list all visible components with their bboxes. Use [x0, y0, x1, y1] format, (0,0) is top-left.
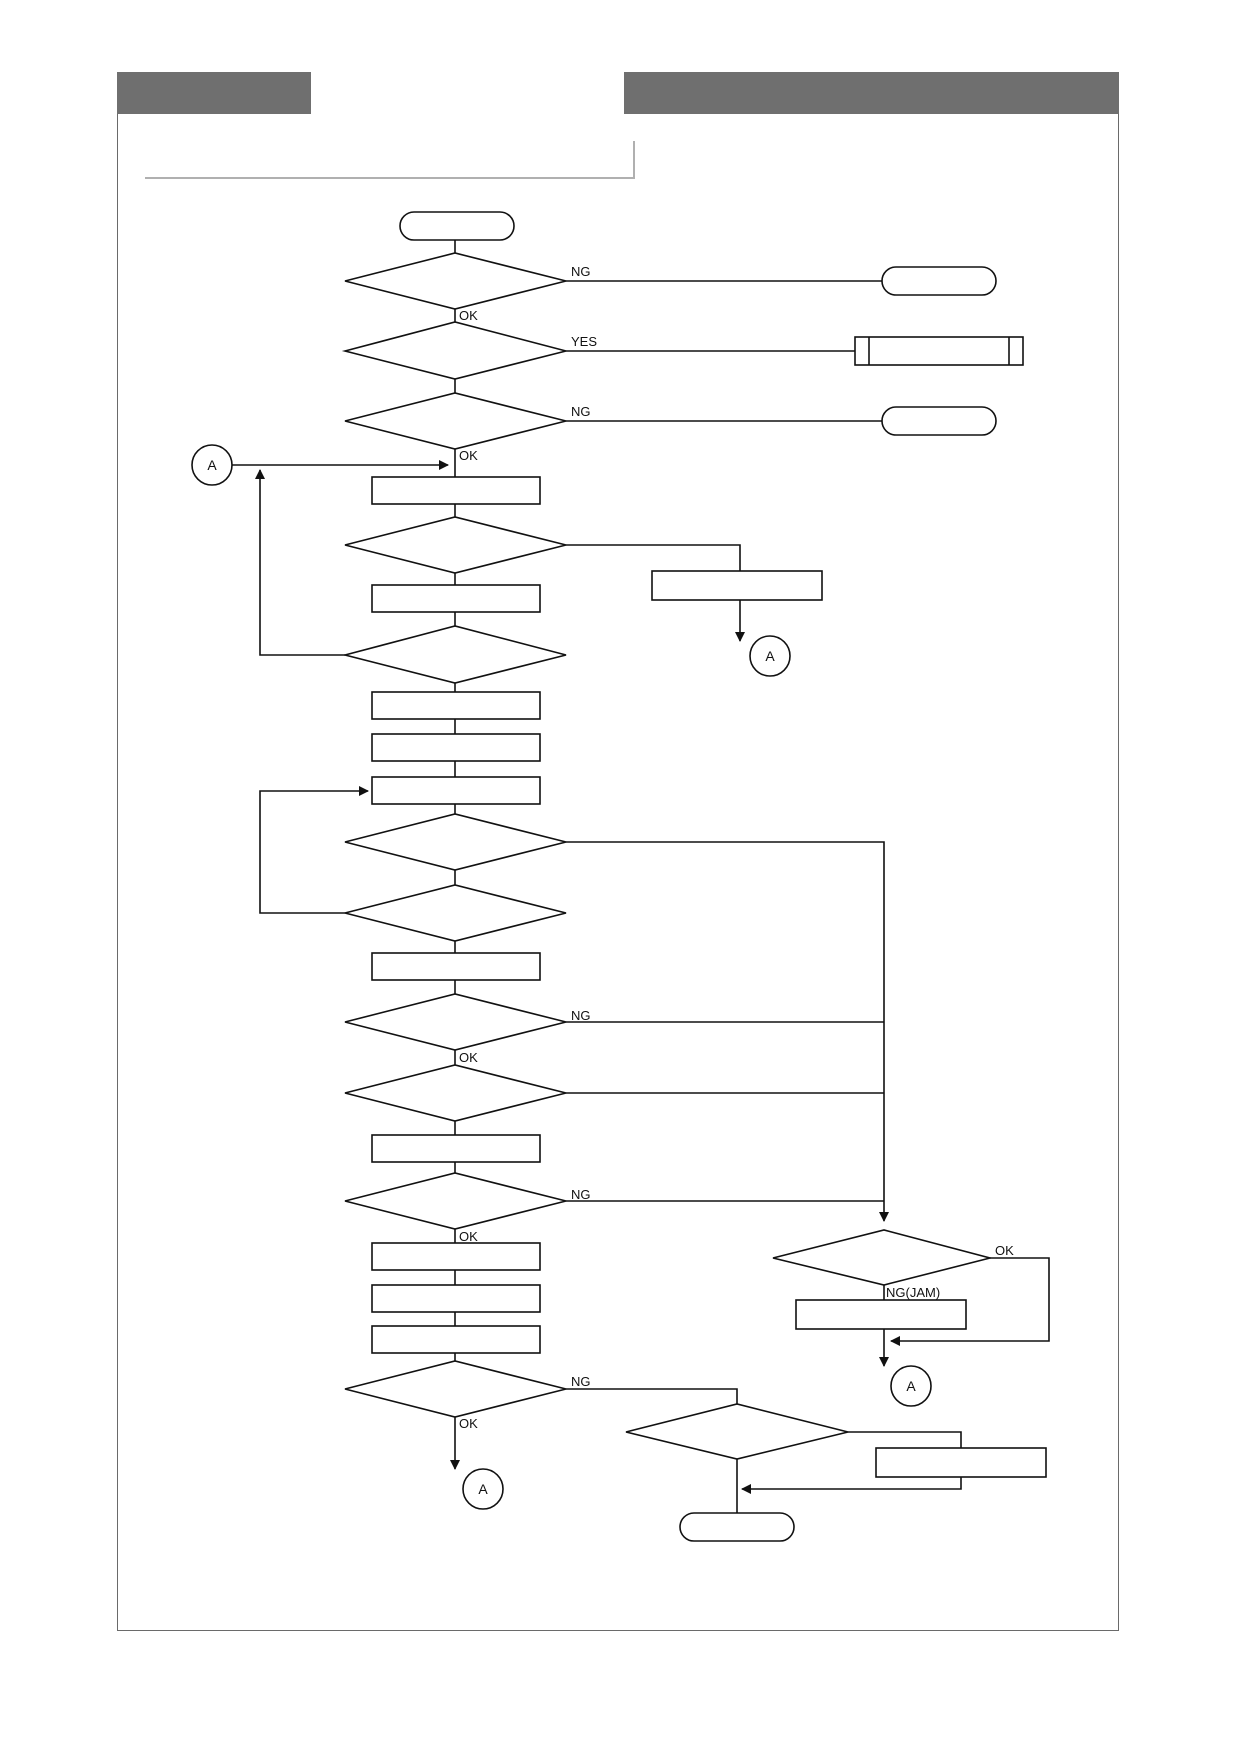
start-terminator — [399, 211, 515, 241]
process-box-10 — [371, 1325, 541, 1354]
label-ng-2: NG — [571, 404, 591, 419]
label-ok-4: OK — [459, 1229, 478, 1244]
process-box-3 — [371, 691, 541, 720]
process-box-8 — [371, 1242, 541, 1271]
process-box-1 — [371, 476, 541, 505]
connector-a-left-label: A — [207, 457, 217, 473]
decision-8 — [344, 993, 567, 1051]
label-ng-1: NG — [571, 264, 591, 279]
end-terminator — [679, 1512, 795, 1542]
decision-11 — [344, 1360, 567, 1418]
label-ng-jam: NG(JAM) — [886, 1285, 940, 1300]
decision-jam — [772, 1229, 994, 1286]
header-title-area — [311, 72, 624, 114]
process-box-9 — [371, 1284, 541, 1313]
label-ng-4: NG — [571, 1187, 591, 1202]
process-box-6 — [371, 952, 541, 981]
decision-3 — [344, 392, 567, 450]
process-box-bottom-right — [875, 1447, 1047, 1478]
decision-2 — [341, 321, 567, 380]
connector-a-branch — [749, 635, 791, 677]
header-band-left — [117, 72, 311, 114]
ng-end-terminator-2 — [881, 406, 997, 436]
decision-9 — [344, 1064, 567, 1122]
connector-a-branch-label: A — [765, 648, 775, 664]
section-title-underline — [145, 141, 635, 179]
process-box-jam — [795, 1299, 967, 1330]
bottom-right-branch — [848, 1431, 962, 1448]
process-box-2 — [371, 584, 541, 613]
connector-a-right-label: A — [906, 1378, 916, 1394]
connector-a-right — [890, 1365, 932, 1407]
left-loop-1 — [255, 469, 345, 656]
bottom-return-arrow — [741, 1477, 962, 1494]
label-ok-3: OK — [459, 1050, 478, 1065]
connector-a-bottom — [462, 1468, 504, 1510]
ng-end-terminator-1 — [881, 266, 997, 296]
connector-a-left — [191, 444, 233, 486]
connector-a-bottom-label: A — [478, 1481, 488, 1497]
right-ok-loop — [890, 1257, 1050, 1346]
label-ng-5: NG — [571, 1374, 591, 1389]
branch-right-1 — [566, 544, 741, 571]
label-ok-2: OK — [459, 448, 478, 463]
decision-6 — [344, 813, 567, 871]
decision-5 — [341, 625, 567, 684]
label-ok-5: OK — [459, 1416, 478, 1431]
process-box-4 — [371, 733, 541, 762]
label-ok-1: OK — [459, 308, 478, 323]
label-yes: YES — [571, 334, 597, 349]
decision-1 — [344, 252, 567, 310]
decision-bottom — [625, 1403, 849, 1460]
process-box-7 — [371, 1134, 541, 1163]
right-trunk — [566, 841, 889, 1222]
left-loop-2 — [259, 786, 369, 914]
decision-7 — [344, 884, 567, 942]
process-box-5 — [371, 776, 541, 805]
label-ng-3: NG — [571, 1008, 591, 1023]
decision-4 — [344, 516, 567, 574]
decision-10 — [344, 1172, 567, 1230]
subprocess-box — [854, 336, 1024, 366]
header-band-right — [624, 72, 1119, 114]
bottom-ng-branch — [566, 1388, 738, 1406]
process-box-branch-1 — [651, 570, 823, 601]
label-ok-jam: OK — [995, 1243, 1014, 1258]
